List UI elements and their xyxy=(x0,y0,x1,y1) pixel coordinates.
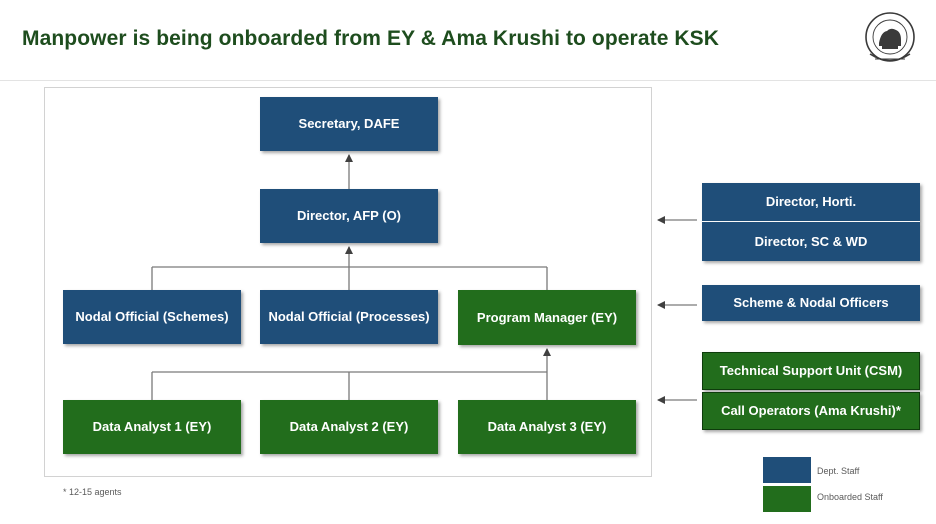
page-title: Manpower is being onboarded from EY & Am… xyxy=(22,27,720,50)
org-chart-frame xyxy=(44,87,652,477)
secretary-dafe-box: Secretary, DAFE xyxy=(260,97,438,151)
data-analyst-1-box: Data Analyst 1 (EY) xyxy=(63,400,241,454)
title-divider xyxy=(0,80,936,81)
legend-label-dept-staff: Dept. Staff xyxy=(817,466,860,476)
footnote: * 12-15 agents xyxy=(63,487,122,497)
director-sc-wd-box: Director, SC & WD xyxy=(702,222,920,261)
scheme-nodal-officers-box: Scheme & Nodal Officers xyxy=(702,285,920,321)
call-operators-box: Call Operators (Ama Krushi)* xyxy=(702,392,920,430)
data-analyst-3-box: Data Analyst 3 (EY) xyxy=(458,400,636,454)
director-horti-box: Director, Horti. xyxy=(702,183,920,222)
legend-swatch-onboarded-staff xyxy=(763,486,811,512)
odisha-state-emblem-icon xyxy=(865,12,915,62)
nodal-official-processes-box: Nodal Official (Processes) xyxy=(260,290,438,344)
legend-label-onboarded-staff: Onboarded Staff xyxy=(817,492,883,502)
director-afp-box: Director, AFP (O) xyxy=(260,189,438,243)
nodal-official-schemes-box: Nodal Official (Schemes) xyxy=(63,290,241,344)
legend-swatch-dept-staff xyxy=(763,457,811,483)
technical-support-unit-box: Technical Support Unit (CSM) xyxy=(702,352,920,390)
data-analyst-2-box: Data Analyst 2 (EY) xyxy=(260,400,438,454)
program-manager-box: Program Manager (EY) xyxy=(458,290,636,345)
